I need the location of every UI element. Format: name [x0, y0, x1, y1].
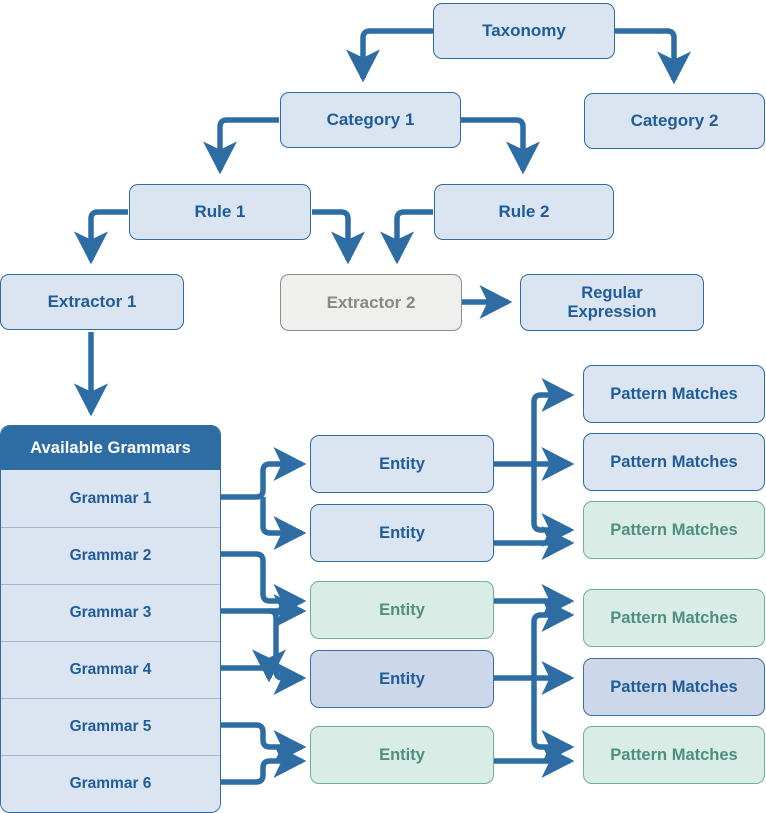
grammar-row-3[interactable]: Grammar 3 [1, 584, 220, 641]
node-extractor-2-label: Extractor 2 [326, 292, 416, 312]
available-grammars-header-label: Available Grammars [30, 438, 191, 457]
node-rule-1-label: Rule 1 [194, 202, 246, 222]
edge-grammar4-entity4 [221, 649, 287, 683]
edge-entity4-pm6 [531, 678, 575, 765]
edge-rule2-extractor2 [379, 209, 433, 265]
grammar-row-5-label: Grammar 5 [69, 718, 152, 735]
node-pattern-matches-3-label: Pattern Matches [610, 520, 738, 539]
node-pattern-matches-4[interactable]: Pattern Matches [583, 589, 765, 647]
edge-entity4-pm4 [531, 597, 575, 678]
available-grammars-panel: Available Grammars Grammar 1 Grammar 2 G… [0, 425, 221, 813]
node-extractor-1[interactable]: Extractor 1 [0, 274, 184, 330]
node-entity-5[interactable]: Entity [310, 726, 494, 784]
edge-taxonomy-category-2 [615, 28, 692, 85]
node-pattern-matches-6[interactable]: Pattern Matches [583, 726, 765, 784]
node-entity-4[interactable]: Entity [310, 650, 494, 708]
node-rule-1[interactable]: Rule 1 [129, 184, 311, 240]
node-pattern-matches-1-label: Pattern Matches [610, 384, 738, 403]
node-rule-2[interactable]: Rule 2 [434, 184, 614, 240]
node-pattern-matches-6-label: Pattern Matches [610, 745, 738, 764]
edge-category1-rule2 [461, 117, 541, 175]
node-entity-1-label: Entity [379, 454, 425, 473]
node-taxonomy-label: Taxonomy [482, 21, 566, 41]
node-pattern-matches-5-label: Pattern Matches [610, 677, 738, 696]
edge-entity1-pm3 [531, 464, 575, 548]
node-pattern-matches-3[interactable]: Pattern Matches [583, 501, 765, 559]
grammar-row-2-label: Grammar 2 [69, 547, 152, 564]
node-extractor-2[interactable]: Extractor 2 [280, 274, 462, 331]
edge-rule1-extractor1 [73, 209, 128, 265]
edge-grammar3-entity4 [268, 608, 307, 696]
node-entity-5-label: Entity [379, 745, 425, 764]
edge-taxonomy-category-1 [345, 28, 433, 83]
node-taxonomy[interactable]: Taxonomy [433, 3, 615, 59]
node-regex-label-line2: Expression [567, 302, 657, 321]
node-category-1[interactable]: Category 1 [280, 92, 461, 148]
node-pattern-matches-4-label: Pattern Matches [610, 608, 738, 627]
node-pattern-matches-2-label: Pattern Matches [610, 452, 738, 471]
node-regex-label-line1: Regular [581, 284, 643, 303]
grammar-row-4-label: Grammar 4 [69, 661, 152, 678]
node-category-2[interactable]: Category 2 [584, 93, 765, 149]
edge-grammar1-entity1 [221, 446, 307, 500]
node-category-2-label: Category 2 [630, 111, 719, 131]
node-entity-2-label: Entity [379, 523, 425, 542]
edge-grammar1-entity2 [260, 497, 307, 551]
edge-grammar2-entity3 [221, 551, 307, 619]
available-grammars-header: Available Grammars [1, 426, 220, 470]
node-entity-3-label: Entity [379, 600, 425, 619]
node-entity-1[interactable]: Entity [310, 435, 494, 493]
edge-category1-rule1 [202, 117, 279, 175]
node-entity-4-label: Entity [379, 669, 425, 688]
grammar-row-4[interactable]: Grammar 4 [1, 641, 220, 698]
grammar-row-1-label: Grammar 1 [69, 489, 152, 507]
grammar-row-1[interactable]: Grammar 1 [1, 470, 220, 527]
edge-rule1-extractor2 [312, 209, 366, 265]
node-extractor-1-label: Extractor 1 [47, 292, 137, 312]
node-pattern-matches-2[interactable]: Pattern Matches [583, 433, 765, 491]
grammar-row-2[interactable]: Grammar 2 [1, 527, 220, 584]
edge-grammar5-entity5 [221, 722, 307, 765]
node-category-1-label: Category 1 [326, 110, 415, 130]
edge-entity1-pm1 [531, 377, 575, 464]
grammar-row-6[interactable]: Grammar 6 [1, 755, 220, 812]
node-rule-2-label: Rule 2 [498, 202, 550, 222]
grammar-row-5[interactable]: Grammar 5 [1, 698, 220, 755]
node-entity-2[interactable]: Entity [310, 504, 494, 562]
node-pattern-matches-5[interactable]: Pattern Matches [583, 658, 765, 716]
edge-grammar6-entity5 [221, 743, 307, 785]
node-pattern-matches-1[interactable]: Pattern Matches [583, 365, 765, 423]
node-regular-expression[interactable]: Regular Expression [520, 274, 704, 331]
grammar-row-6-label: Grammar 6 [69, 775, 152, 792]
node-entity-3[interactable]: Entity [310, 581, 494, 639]
grammar-row-3-label: Grammar 3 [69, 604, 152, 621]
